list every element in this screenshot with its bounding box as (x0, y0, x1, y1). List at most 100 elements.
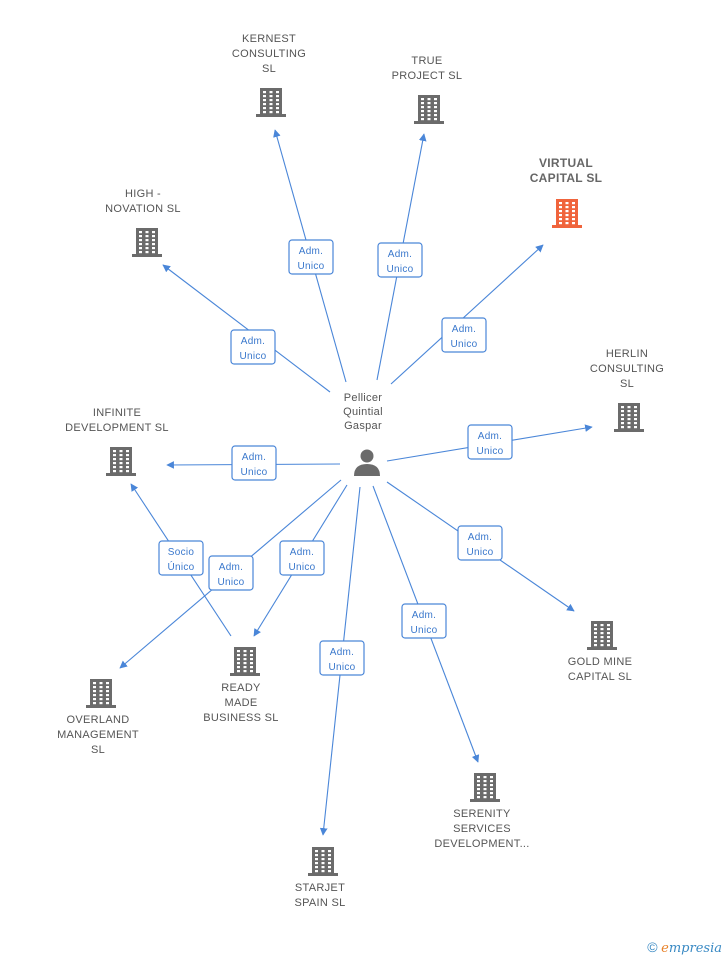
person-name-line: Gaspar (344, 420, 382, 432)
edge-label-serenity[interactable]: Adm. Unico (401, 603, 447, 639)
building-icon (106, 447, 136, 476)
edge-label-kernest[interactable]: Adm. Unico (288, 239, 334, 275)
company-name-line: OVERLAND (67, 714, 130, 726)
edge-label-text: Único (167, 560, 194, 573)
edge-label-text: Unico (410, 625, 437, 636)
building-icon (86, 679, 116, 708)
company-name-line: CONSULTING (232, 48, 306, 60)
edge-label-box (457, 525, 503, 561)
person-name-line: Pellicer (344, 392, 383, 404)
building-icon (587, 621, 617, 650)
edge-label-box (319, 640, 365, 676)
edge-label-text: Adm. (452, 324, 477, 335)
copyright-icon: © (647, 939, 658, 955)
company-name-line: VIRTUAL (539, 156, 593, 170)
copyright-footer: © empresia (647, 939, 722, 956)
edge-virtual_capital (390, 244, 544, 385)
building-icon (308, 847, 338, 876)
edge-label-box (441, 317, 487, 353)
edge-label-herlin[interactable]: Adm.Unico (467, 424, 513, 460)
building-icon (470, 773, 500, 802)
company-name-line: NOVATION SL (105, 203, 181, 215)
company-node-true-project[interactable]: TRUE PROJECT SL (392, 55, 463, 124)
building-icon (132, 228, 162, 257)
building-icon (614, 403, 644, 432)
edge-label-box (231, 445, 277, 481)
company-name-line: TRUE (411, 55, 442, 67)
edge-label-text: Unico (386, 264, 413, 275)
company-name-line: BUSINESS SL (203, 712, 278, 724)
edge-label-text: Adm. (290, 547, 315, 558)
edge-label-text: Unico (328, 662, 355, 673)
edges-layer (119, 129, 593, 836)
company-name-line: CAPITAL SL (530, 171, 603, 185)
company-node-starjet[interactable]: STARJET SPAIN SL (294, 847, 345, 909)
edge-label-true_project[interactable]: Adm.Unico (377, 242, 423, 278)
person-name-line: Quintial (343, 406, 383, 418)
building-icon (230, 647, 260, 676)
edge-label-high_novation[interactable]: Adm. Unico (230, 329, 276, 365)
edge-label-infinite[interactable]: Adm.Unico (231, 445, 277, 481)
edge-label-text: Adm. (412, 610, 437, 621)
edge-label-gold_mine[interactable]: Adm. Unico (457, 525, 503, 561)
company-name-line: SL (91, 744, 105, 756)
edge-label-box (208, 555, 254, 591)
edge-label-text: Adm. (478, 431, 503, 442)
company-name-line: CAPITAL SL (568, 671, 632, 683)
company-name-line: SL (620, 378, 634, 390)
company-node-ready-made[interactable]: READY MADE BUSINESS SL (203, 647, 278, 724)
company-name-line: GOLD MINE (568, 656, 632, 668)
edge-high_novation (162, 264, 331, 393)
edge-label-box (467, 424, 513, 460)
edge-label-box (377, 242, 423, 278)
edge-label-ready_made[interactable]: Adm.Unico (279, 540, 325, 576)
edge-label-text: Socio (168, 547, 195, 558)
company-name-line: CONSULTING (590, 363, 664, 375)
edge-label-virtual_capital[interactable]: Adm. Unico (441, 317, 487, 353)
edge-label-text: Unico (466, 547, 493, 558)
edge-label-text: Unico (450, 339, 477, 350)
company-node-infinite[interactable]: INFINITE DEVELOPMENT SL (65, 407, 169, 476)
company-name-line: KERNEST (242, 33, 296, 45)
company-name-line: READY (221, 682, 261, 694)
company-name-line: HIGH - (125, 188, 161, 200)
edge-label-starjet[interactable]: Adm. Unico (319, 640, 365, 676)
company-name-line: PROJECT SL (392, 70, 463, 82)
company-name-line: SERVICES (453, 823, 511, 835)
edge-label-text: Unico (217, 577, 244, 588)
edge-label-text: Adm. (241, 336, 266, 347)
building-icon (256, 88, 286, 117)
edge-label-overland[interactable]: Adm. Unico (208, 555, 254, 591)
building-icon (552, 199, 582, 228)
edge-label-box (230, 329, 276, 365)
edge-label-text: Adm. (468, 532, 493, 543)
edge-labels-layer: Adm.UnicoAdm.UnicoAdm.UnicoAdm.UnicoAdm.… (158, 239, 513, 676)
edge-label-box (288, 239, 334, 275)
person-icon (354, 449, 380, 476)
edge-label-text: Adm. (299, 246, 324, 257)
company-name-line: DEVELOPMENT SL (65, 422, 169, 434)
company-name-line: DEVELOPMENT... (434, 838, 529, 850)
building-icon (414, 95, 444, 124)
company-node-serenity[interactable]: SERENITY SERVICES DEVELOPMENT... (434, 773, 529, 850)
edge-label-text: Adm. (219, 562, 244, 573)
company-name-line: MADE (225, 697, 258, 709)
edge-label-text: Unico (239, 351, 266, 362)
company-node-gold-mine[interactable]: GOLD MINE CAPITAL SL (568, 621, 632, 683)
company-name-line: SERENITY (453, 808, 511, 820)
edge-label-text: Unico (297, 261, 324, 272)
company-name-line: SPAIN SL (294, 897, 345, 909)
empresia-logo[interactable]: empresia (661, 941, 722, 956)
company-node-high-novation[interactable]: HIGH - NOVATION SL (105, 188, 181, 257)
company-name-line: STARJET (295, 882, 345, 894)
company-name-line: INFINITE (93, 407, 141, 419)
edge-label-box (279, 540, 325, 576)
edge-label-text: Adm. (330, 647, 355, 658)
